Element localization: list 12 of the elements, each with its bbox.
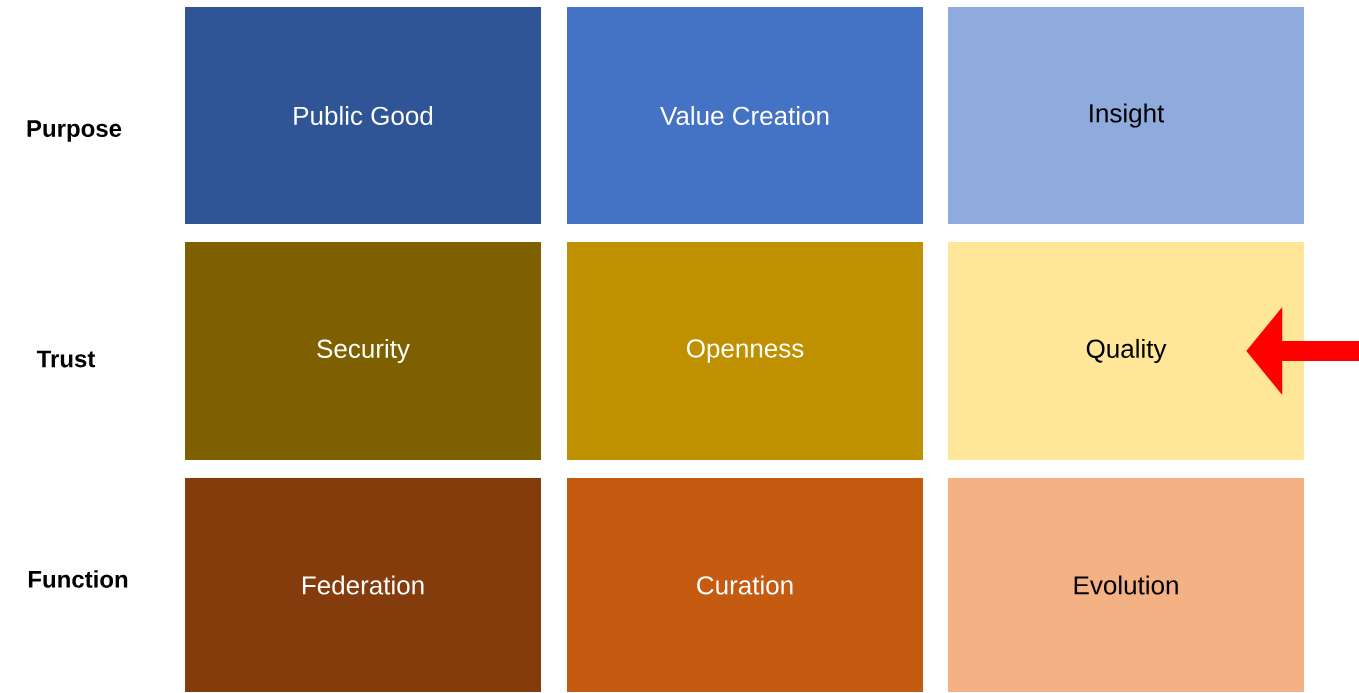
- row-label: Purpose: [27, 120, 122, 142]
- tile-box: Public Good: [185, 7, 541, 224]
- tile-box: Security: [185, 242, 541, 460]
- tile-box: Curation: [567, 478, 923, 692]
- row-label: Trust: [36, 350, 96, 368]
- tile-box: Quality: [948, 242, 1304, 460]
- row-label: Function: [28, 570, 128, 588]
- tile-box: Openness: [567, 242, 923, 460]
- tile-box: Value Creation: [567, 7, 923, 224]
- tile-box: Insight: [948, 7, 1304, 224]
- tile-box: Evolution: [948, 478, 1304, 692]
- tile-box: Federation: [185, 478, 541, 692]
